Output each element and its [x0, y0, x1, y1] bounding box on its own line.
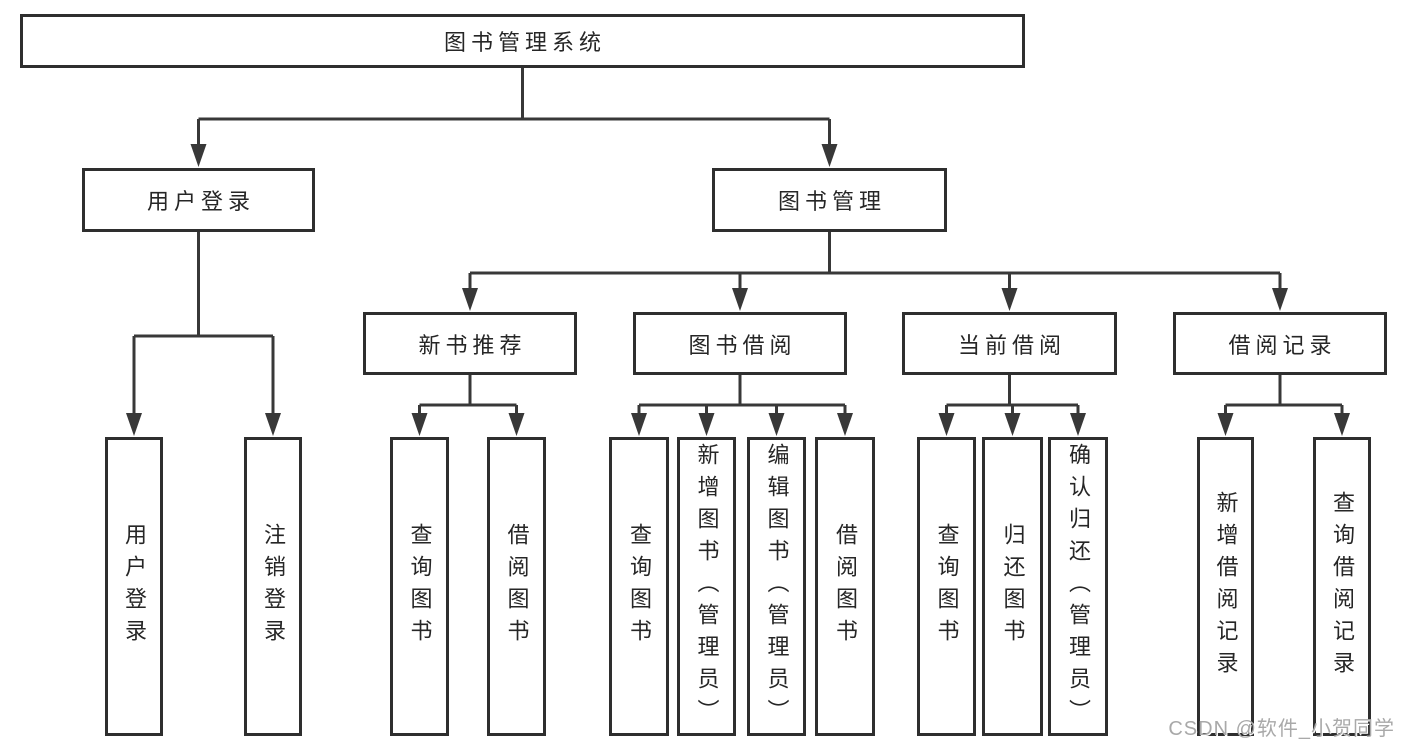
- connector-root: [197, 68, 831, 150]
- connector-borrowing-records: [1224, 375, 1344, 419]
- arrowhead-leaf-borrow-book-a: [508, 413, 525, 436]
- node-label-leaf-query-borrow-record: 查询借阅记录: [1330, 490, 1355, 683]
- node-label-leaf-return-book: 归还图书: [1000, 522, 1026, 651]
- arrowhead-current-borrowing: [1001, 288, 1018, 311]
- arrowhead-leaf-borrow-book-b: [837, 413, 853, 436]
- node-label-leaf-confirm-return-admin: 确认归还（管理员）: [1066, 442, 1091, 731]
- node-box-leaf-add-borrow-record: 新增借阅记录: [1197, 437, 1254, 736]
- node-box-leaf-user-login: 用户登录: [105, 437, 163, 736]
- arrowhead-leaf-query-book-a: [411, 413, 428, 436]
- arrowhead-leaf-query-book-b: [631, 413, 647, 436]
- arrowhead-leaf-confirm-return-admin: [1070, 413, 1086, 436]
- connector-book-borrowing: [637, 375, 847, 419]
- arrowhead-book-management: [821, 144, 838, 167]
- node-label-root: 图书管理系统: [443, 30, 606, 55]
- node-label-new-book-recommendation: 新书推荐: [418, 332, 527, 358]
- arrowhead-leaf-return-book: [1004, 413, 1021, 436]
- arrowhead-leaf-edit-book-admin: [768, 413, 785, 436]
- node-box-current-borrowing: 当前借阅: [902, 312, 1117, 375]
- node-label-leaf-borrow-book-a: 借阅图书: [504, 522, 530, 651]
- node-box-leaf-query-book-b: 查询图书: [609, 437, 669, 736]
- arrowhead-leaf-add-book-admin: [698, 413, 715, 436]
- node-label-leaf-query-book-b: 查询图书: [627, 522, 652, 651]
- node-label-leaf-add-borrow-record: 新增借阅记录: [1213, 490, 1239, 683]
- node-label-leaf-query-book-c: 查询图书: [934, 522, 960, 651]
- node-box-leaf-borrow-book-a: 借阅图书: [487, 437, 546, 736]
- arrowhead-new-book-recommendation: [462, 288, 478, 311]
- arrowhead-leaf-query-borrow-record: [1334, 413, 1350, 436]
- node-box-leaf-borrow-book-b: 借阅图书: [815, 437, 875, 736]
- connector-book-management: [468, 232, 1282, 294]
- node-box-leaf-confirm-return-admin: 确认归还（管理员）: [1048, 437, 1108, 736]
- node-label-leaf-user-login: 用户登录: [122, 522, 147, 651]
- node-box-leaf-logout: 注销登录: [244, 437, 302, 736]
- node-box-book-management: 图书管理: [712, 168, 947, 232]
- csdn-watermark: CSDN @软件_小贺同学: [1168, 718, 1395, 740]
- node-label-leaf-add-book-admin: 新增图书（管理员）: [694, 442, 720, 731]
- node-box-leaf-query-book-a: 查询图书: [390, 437, 449, 736]
- node-label-leaf-borrow-book-b: 借阅图书: [833, 522, 858, 651]
- arrowhead-borrowing-records: [1272, 288, 1288, 311]
- arrowhead-leaf-logout: [265, 413, 281, 436]
- node-box-new-book-recommendation: 新书推荐: [363, 312, 577, 375]
- arrowhead-book-borrowing: [732, 288, 748, 311]
- connector-current-borrowing: [945, 375, 1080, 419]
- node-label-borrowing-records: 借阅记录: [1228, 332, 1337, 358]
- node-label-leaf-edit-book-admin: 编辑图书（管理员）: [764, 442, 790, 731]
- arrowhead-leaf-query-book-c: [938, 413, 955, 436]
- node-label-leaf-query-book-a: 查询图书: [407, 522, 433, 651]
- connector-user-login: [132, 232, 275, 419]
- arrowhead-user-login: [190, 144, 207, 167]
- node-box-leaf-add-book-admin: 新增图书（管理员）: [677, 437, 736, 736]
- node-label-user-login: 用户登录: [146, 189, 255, 214]
- node-box-leaf-query-borrow-record: 查询借阅记录: [1313, 437, 1371, 736]
- node-label-book-management: 图书管理: [777, 189, 886, 214]
- arrowhead-leaf-add-borrow-record: [1217, 413, 1234, 436]
- node-box-leaf-edit-book-admin: 编辑图书（管理员）: [747, 437, 806, 736]
- node-box-leaf-query-book-c: 查询图书: [917, 437, 976, 736]
- node-label-leaf-logout: 注销登录: [261, 522, 286, 651]
- node-box-root: 图书管理系统: [20, 14, 1025, 68]
- node-label-book-borrowing: 图书借阅: [688, 332, 797, 358]
- node-box-leaf-return-book: 归还图书: [982, 437, 1043, 736]
- node-box-book-borrowing: 图书借阅: [633, 312, 847, 375]
- node-box-borrowing-records: 借阅记录: [1173, 312, 1387, 375]
- node-box-user-login: 用户登录: [82, 168, 315, 232]
- arrowhead-leaf-user-login: [126, 413, 142, 436]
- node-label-current-borrowing: 当前借阅: [957, 332, 1066, 358]
- connector-new-book-recommendation: [418, 375, 518, 419]
